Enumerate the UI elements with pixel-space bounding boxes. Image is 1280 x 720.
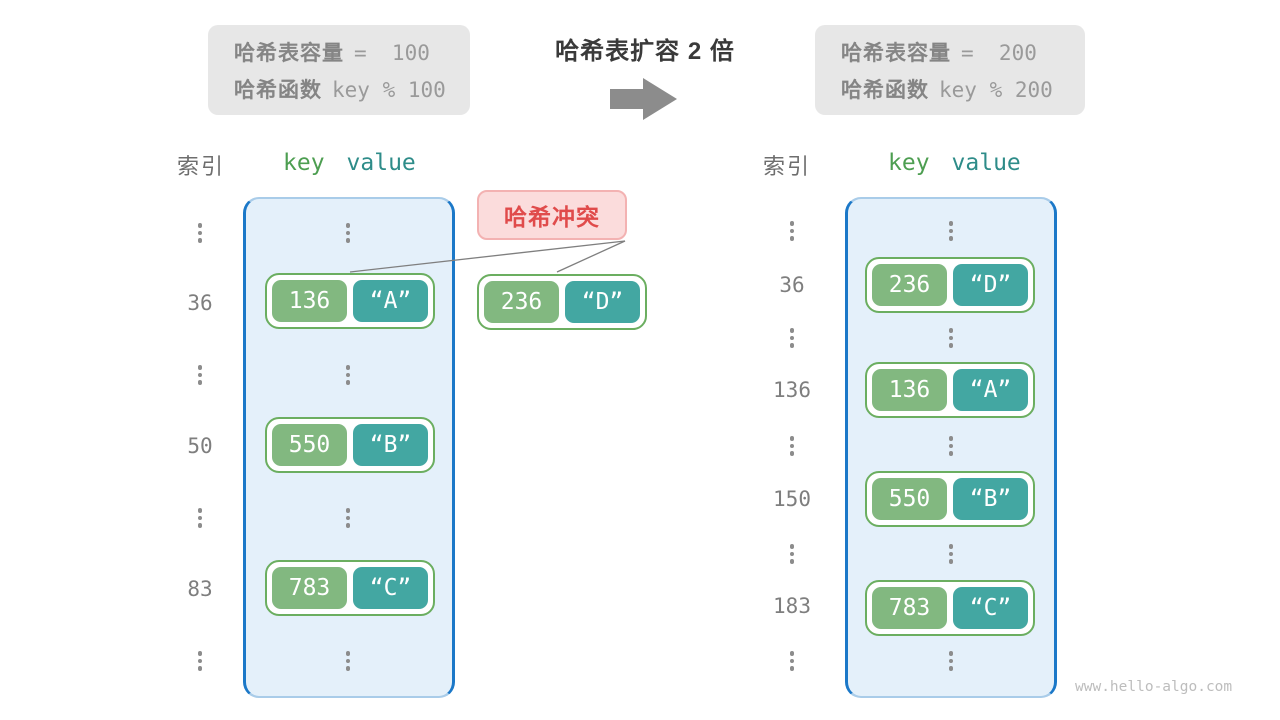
ellipsis-dots — [344, 365, 352, 385]
capacity-label: 哈希表容量 — [234, 41, 344, 65]
collision-kv-pair: 236 “D” — [477, 274, 647, 330]
ellipsis-dots — [788, 221, 796, 241]
ellipsis-dots — [344, 508, 352, 528]
capacity-line: 哈希表容量 = 200 — [841, 37, 1085, 67]
ellipsis-dots — [788, 436, 796, 456]
value-header: value — [951, 150, 1021, 176]
key-cell: 236 — [484, 281, 559, 323]
expand-title: 哈希表扩容 2 倍 — [555, 38, 735, 65]
key-cell: 783 — [872, 587, 947, 629]
kv-pair: 550 “B” — [865, 471, 1035, 527]
kv-pair: 783 “C” — [865, 580, 1035, 636]
kv-pair: 136 “A” — [865, 362, 1035, 418]
ellipsis-dots — [947, 651, 955, 671]
index-header-left: 索引 — [177, 154, 226, 179]
index-label: 36 — [779, 273, 805, 297]
kv-header-left: key value — [283, 150, 416, 176]
hash-function-label: 哈希函数 — [234, 78, 322, 102]
value-header: value — [346, 150, 416, 176]
kv-header-right: key value — [888, 150, 1021, 176]
index-label: 50 — [187, 434, 213, 458]
capacity-label: 哈希表容量 — [841, 41, 951, 65]
ellipsis-dots — [788, 544, 796, 564]
value-cell: “C” — [953, 587, 1028, 629]
key-cell: 136 — [272, 280, 347, 322]
value-cell: “D” — [565, 281, 640, 323]
ellipsis-dots — [196, 223, 204, 243]
ellipsis-dots — [344, 223, 352, 243]
value-cell: “A” — [953, 369, 1028, 411]
value-cell: “A” — [353, 280, 428, 322]
key-cell: 550 — [272, 424, 347, 466]
capacity-value: = 200 — [961, 40, 1037, 65]
capacity-info-before: 哈希表容量 = 100 哈希函数 key % 100 — [208, 25, 470, 115]
index-label: 136 — [773, 378, 811, 402]
ellipsis-dots — [947, 328, 955, 348]
ellipsis-dots — [947, 436, 955, 456]
capacity-line: 哈希表容量 = 100 — [234, 37, 470, 67]
hash-function-line: 哈希函数 key % 100 — [234, 74, 470, 104]
key-cell: 236 — [872, 264, 947, 306]
value-cell: “C” — [353, 567, 428, 609]
watermark: www.hello-algo.com — [1075, 679, 1233, 695]
value-cell: “B” — [353, 424, 428, 466]
ellipsis-dots — [947, 221, 955, 241]
kv-pair: 783 “C” — [265, 560, 435, 616]
index-label: 150 — [773, 487, 811, 511]
capacity-value: = 100 — [354, 40, 430, 65]
capacity-info-after: 哈希表容量 = 200 哈希函数 key % 200 — [815, 25, 1085, 115]
hash-function-label: 哈希函数 — [841, 78, 929, 102]
ellipsis-dots — [344, 651, 352, 671]
kv-pair: 236 “D” — [865, 257, 1035, 313]
kv-pair: 550 “B” — [265, 417, 435, 473]
key-cell: 136 — [872, 369, 947, 411]
ellipsis-dots — [196, 508, 204, 528]
ellipsis-dots — [196, 651, 204, 671]
index-label: 83 — [187, 577, 213, 601]
index-label: 183 — [773, 594, 811, 618]
hash-function-value: key % 100 — [332, 77, 446, 102]
right-arrow-icon — [610, 78, 677, 120]
key-cell: 783 — [272, 567, 347, 609]
ellipsis-dots — [788, 328, 796, 348]
key-cell: 550 — [872, 478, 947, 520]
index-label: 36 — [187, 291, 213, 315]
value-cell: “B” — [953, 478, 1028, 520]
ellipsis-dots — [788, 651, 796, 671]
key-header: key — [283, 150, 325, 176]
hash-function-line: 哈希函数 key % 200 — [841, 74, 1085, 104]
hash-function-value: key % 200 — [939, 77, 1053, 102]
collision-label: 哈希冲突 — [477, 190, 627, 240]
key-header: key — [888, 150, 930, 176]
ellipsis-dots — [947, 544, 955, 564]
ellipsis-dots — [196, 365, 204, 385]
kv-pair: 136 “A” — [265, 273, 435, 329]
value-cell: “D” — [953, 264, 1028, 306]
index-header-right: 索引 — [763, 154, 812, 179]
